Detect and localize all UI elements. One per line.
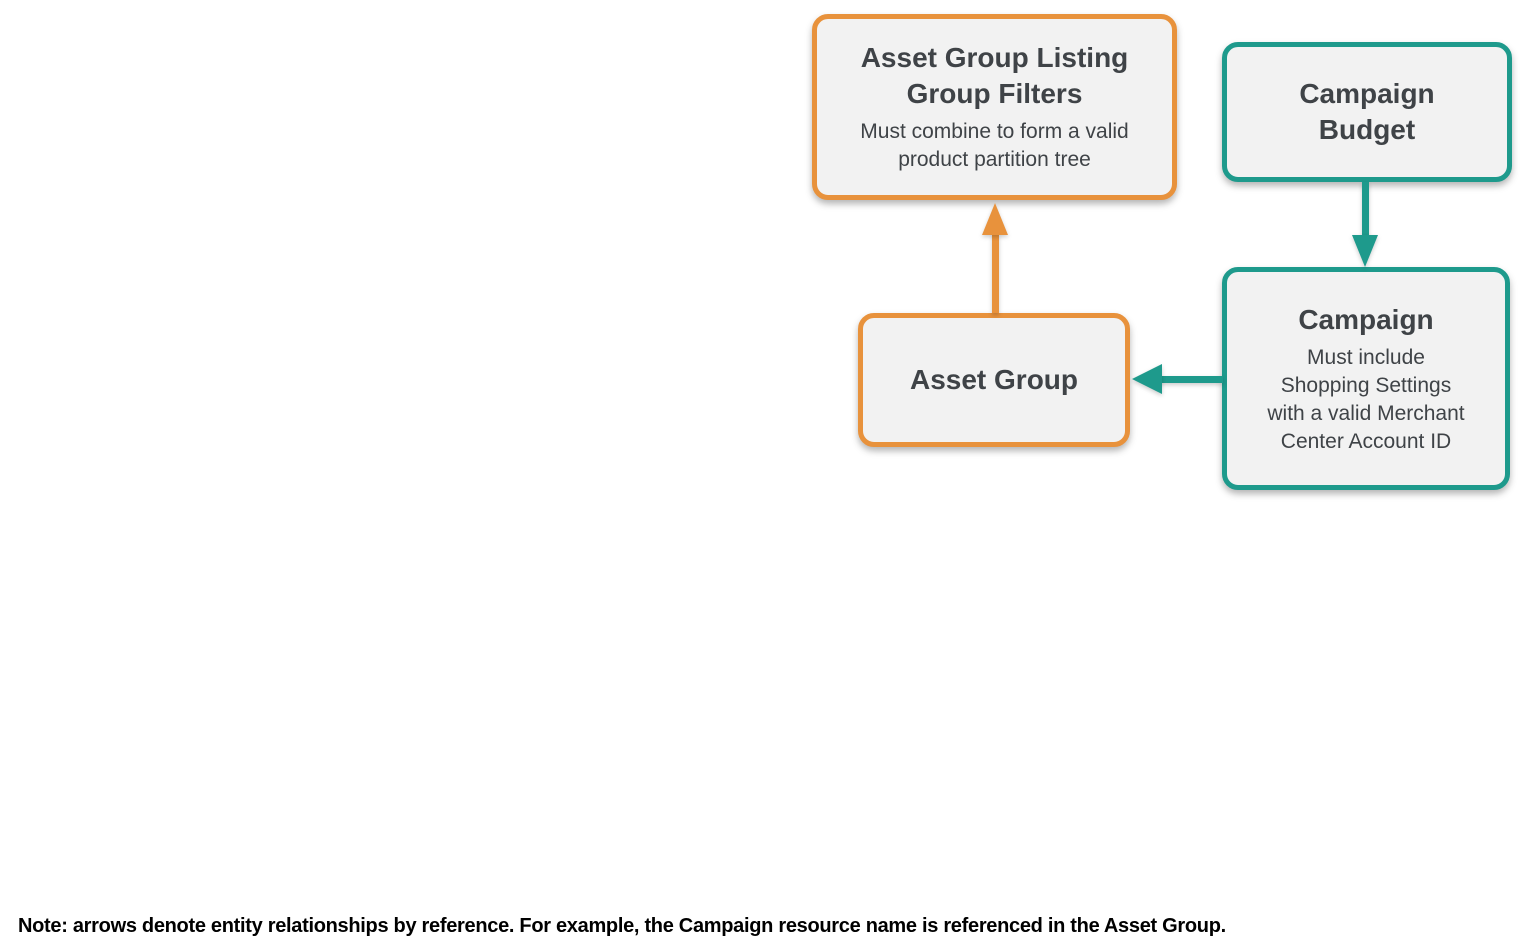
node-title-asset-group: Asset Group: [909, 364, 1079, 395]
node-title-campaign: Campaign: [1298, 303, 1434, 335]
node-subtitle-campaign: Must include Shopping Settings with a va…: [1267, 345, 1465, 453]
arrow-campaign-to-asset-group-head: [1132, 364, 1162, 394]
node-asset-group: Asset Group: [858, 313, 1130, 447]
arrow-asset-group-to-filters-shaft: [992, 233, 999, 313]
arrow-campaign-budget-to-campaign-head: [1352, 235, 1378, 267]
arrow-campaign-budget-to-campaign-shaft: [1362, 182, 1369, 237]
node-campaign: Campaign Must include Shopping Settings …: [1222, 267, 1510, 490]
arrow-asset-group-to-filters-head: [982, 203, 1008, 235]
diagram-note: Note: arrows denote entity relationships…: [18, 915, 1226, 937]
node-campaign-budget: Campaign Budget: [1222, 42, 1512, 182]
node-subtitle-asset-group-listing-group-filters: Must combine to form a valid product par…: [860, 120, 1129, 171]
node-asset-group-listing-group-filters: Asset Group Listing Group Filters Must c…: [812, 14, 1177, 200]
arrow-campaign-to-asset-group-shaft: [1158, 376, 1223, 383]
node-title-campaign-budget: Campaign Budget: [1299, 78, 1435, 145]
node-title-asset-group-listing-group-filters: Asset Group Listing Group Filters: [860, 42, 1129, 109]
